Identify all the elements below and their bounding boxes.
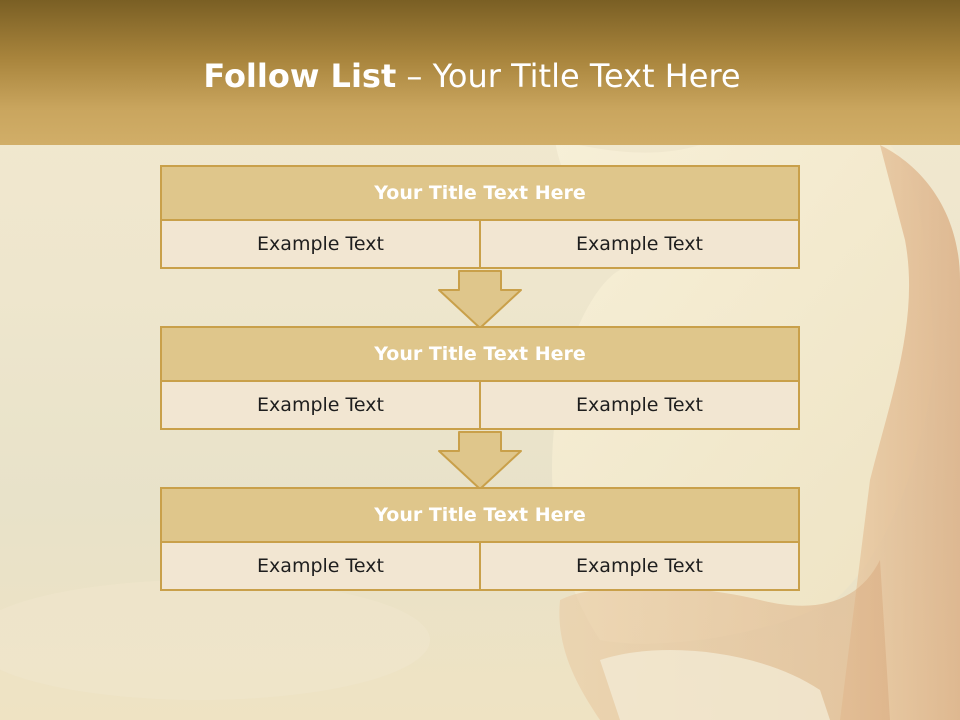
title-rest: – Your Title Text Here [396,57,741,95]
step-row: Example Text Example Text [160,219,800,269]
step-cell-left: Example Text [160,219,481,269]
step-block-3: Your Title Text Here Example Text Exampl… [160,487,800,591]
step-cell-right: Example Text [479,541,800,591]
step-row: Example Text Example Text [160,541,800,591]
step-row: Example Text Example Text [160,380,800,430]
step-block-1: Your Title Text Here Example Text Exampl… [160,165,800,269]
step-title: Your Title Text Here [160,326,800,382]
title-bold: Follow List [203,57,397,95]
down-arrow-icon [438,431,522,490]
step-block-2: Your Title Text Here Example Text Exampl… [160,326,800,430]
step-cell-right: Example Text [479,219,800,269]
down-arrow-icon [438,270,522,329]
step-cell-right: Example Text [479,380,800,430]
step-title: Your Title Text Here [160,165,800,221]
slide-header: Follow List – Your Title Text Here [0,0,960,145]
step-cell-left: Example Text [160,541,481,591]
slide-title: Follow List – Your Title Text Here [0,54,944,98]
step-title: Your Title Text Here [160,487,800,543]
step-cell-left: Example Text [160,380,481,430]
